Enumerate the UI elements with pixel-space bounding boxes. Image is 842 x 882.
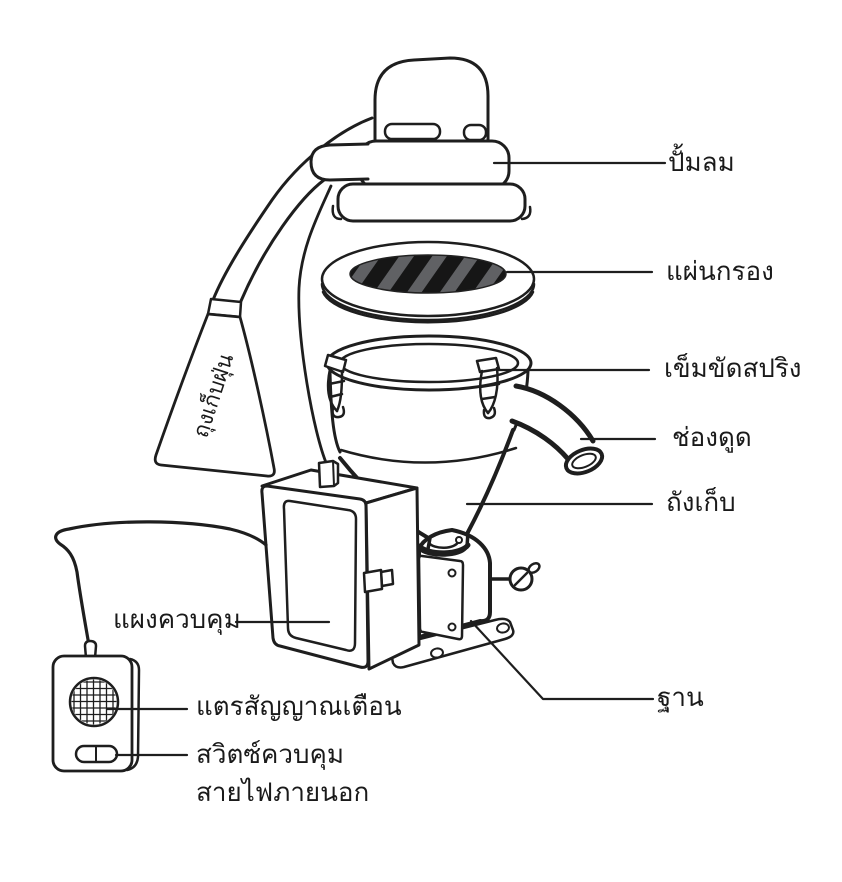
pump-vent-slot [462,123,488,142]
cable-strain-relief [83,639,98,660]
label-storage-tank: ถังเก็บ [666,488,736,518]
label-suction-port: ช่องดูด [672,423,752,453]
label-control-panel: แผงควบคุม [113,605,241,635]
air-pump-drawing [309,56,532,223]
leader-lines [105,161,667,757]
knob-bolt [490,561,541,592]
control-box-drawing [260,459,421,671]
mount-bracket-drawing [417,528,492,641]
pump-to-box-cable [297,184,333,467]
hose-elbow [309,142,370,182]
label-alarm-horn: แตรสัญญาณเตือน [196,692,402,722]
remote-alarm-unit [51,520,268,773]
label-external-power-cord: สายไฟภายนอก [196,778,370,808]
filter-plate-drawing [320,240,536,324]
label-control-switch-line1: สวิตซ์ควบคุม [196,740,345,770]
remote-cable [54,520,268,653]
hose-tube [211,116,374,303]
spring-clamp-left [323,353,348,419]
funnel-outlet [416,530,471,557]
cable-inlet-stub [317,459,340,489]
label-base: ฐาน [657,683,704,713]
dust-bag [153,297,276,478]
control-panel-door [282,499,358,652]
spring-clamp-right [475,356,501,420]
filter-striped-mesh [349,254,507,294]
label-control-switch: สวิตซ์ควบคุม สายไฟภายนอก [196,736,369,812]
label-spring-clamp: เข็มขัดสปริง [664,354,802,384]
suction-port-drawing [509,383,605,476]
label-filter-plate: แผ่นกรอง [666,257,774,287]
leader-base [469,619,655,701]
label-air-pump: ปั้มลม [668,148,735,178]
door-latch [362,568,384,594]
pump-vent-slot [383,122,442,141]
